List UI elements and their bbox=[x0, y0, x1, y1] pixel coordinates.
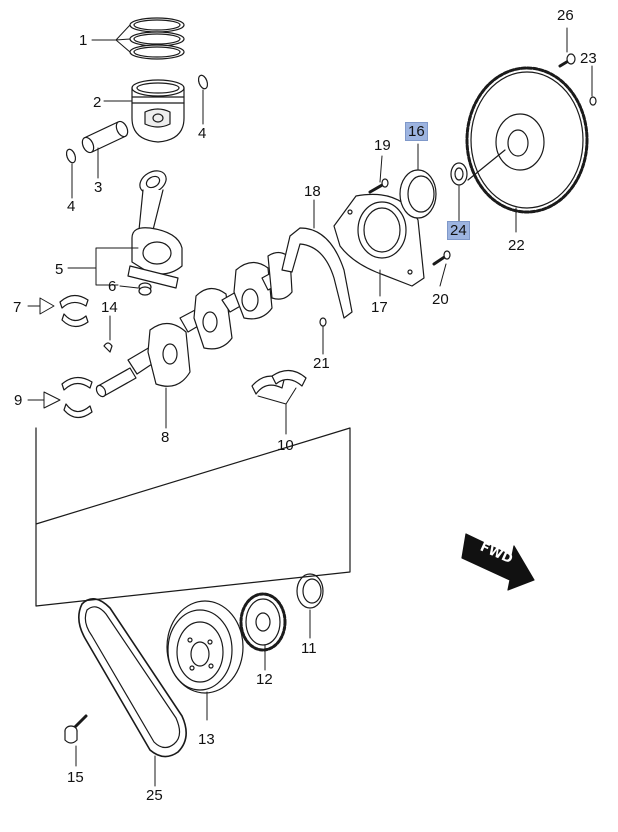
snap-ring-right bbox=[197, 74, 209, 90]
callout-9: 9 bbox=[14, 392, 23, 409]
flywheel-bolt bbox=[558, 53, 576, 68]
callout-18: 18 bbox=[304, 183, 321, 200]
main-bearing-upper bbox=[59, 294, 89, 328]
callout-5: 5 bbox=[55, 261, 64, 278]
rear-oil-seal bbox=[399, 169, 437, 219]
drive-belt bbox=[78, 598, 187, 758]
piston-pin bbox=[81, 120, 129, 154]
callout-4-left: 4 bbox=[67, 198, 76, 215]
housing-bolt-lower bbox=[432, 250, 451, 266]
housing-bolt-upper bbox=[368, 178, 389, 194]
callout-10: 10 bbox=[277, 437, 294, 454]
fwd-arrow: FWD bbox=[461, 533, 535, 591]
callout-23: 23 bbox=[580, 50, 597, 67]
callout-2: 2 bbox=[93, 94, 102, 111]
callout-11: 11 bbox=[301, 640, 317, 657]
leader-lines bbox=[27, 24, 593, 787]
callout-14: 14 bbox=[101, 299, 118, 316]
callout-1: 1 bbox=[79, 32, 88, 49]
pilot-bearing bbox=[450, 162, 468, 186]
connecting-rod bbox=[127, 170, 183, 289]
callout-3: 3 bbox=[94, 179, 103, 196]
dowel-pin bbox=[319, 317, 327, 327]
callout-7: 7 bbox=[13, 299, 22, 316]
piston-rings bbox=[129, 17, 185, 60]
callout-19: 19 bbox=[374, 137, 391, 154]
callout-4-right: 4 bbox=[198, 125, 207, 142]
rod-nut bbox=[138, 282, 152, 296]
crank-sprocket bbox=[239, 592, 287, 652]
callout-26: 26 bbox=[557, 7, 574, 24]
callout-13: 13 bbox=[198, 731, 215, 748]
snap-ring-left bbox=[65, 148, 77, 164]
seal-housing bbox=[333, 193, 425, 287]
woodruff-key bbox=[103, 342, 113, 353]
piston bbox=[131, 79, 185, 143]
callout-15: 15 bbox=[67, 769, 84, 786]
flywheel-dowel bbox=[589, 96, 597, 106]
gasket bbox=[281, 227, 353, 319]
callout-25: 25 bbox=[146, 787, 163, 804]
callout-6: 6 bbox=[108, 278, 117, 295]
front-oil-seal bbox=[296, 573, 324, 609]
callout-20: 20 bbox=[432, 291, 449, 308]
callout-12: 12 bbox=[256, 671, 273, 688]
main-bearing-lower bbox=[61, 376, 93, 419]
callout-16: 16 bbox=[405, 122, 428, 141]
group-bracket bbox=[35, 427, 351, 607]
callout-22: 22 bbox=[508, 237, 525, 254]
flywheel bbox=[465, 66, 589, 214]
callout-24: 24 bbox=[447, 221, 470, 240]
thrust-washers bbox=[251, 369, 307, 395]
crankshaft bbox=[95, 251, 293, 398]
crank-pulley bbox=[166, 600, 244, 694]
pulley-bolt bbox=[64, 714, 88, 744]
callout-17: 17 bbox=[371, 299, 388, 316]
callout-21: 21 bbox=[313, 355, 330, 372]
callout-8: 8 bbox=[161, 429, 170, 446]
